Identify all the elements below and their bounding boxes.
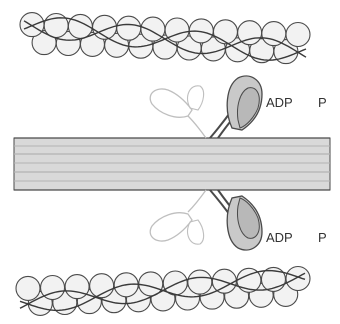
- myosin-head-lobe-previous: [188, 220, 204, 244]
- actin-monomer: [286, 23, 310, 47]
- myosin-head-lower-previous: [150, 190, 206, 244]
- pi-label-lower: P: [318, 230, 327, 245]
- myosin-head-lower: [210, 190, 262, 250]
- myosin-neck-previous: [188, 190, 206, 212]
- actin-monomer: [16, 276, 40, 300]
- myosin-neck-previous: [188, 116, 206, 138]
- pi-label-upper: P: [318, 95, 327, 110]
- myosin-head-upper-previous: [150, 86, 206, 138]
- actin-monomer: [262, 22, 286, 46]
- myosin-thick-filament: [14, 138, 330, 190]
- myosin-head-lobe-previous: [188, 86, 204, 110]
- actin-monomer: [44, 14, 68, 38]
- actin-monomer: [165, 18, 189, 42]
- actin-monomer: [20, 13, 44, 37]
- actin-filament-bottom: [16, 267, 310, 316]
- actin-filament-top: [20, 13, 310, 64]
- adp-label-lower: ADP: [266, 230, 293, 245]
- myosin-head-previous: [150, 213, 192, 241]
- actin-monomer: [188, 270, 212, 294]
- actin-monomer: [65, 275, 89, 299]
- adp-label-upper: ADP: [266, 95, 293, 110]
- actin-monomer: [286, 267, 310, 291]
- actin-monomer: [117, 16, 141, 40]
- actin-monomer: [213, 20, 237, 44]
- myosin-head-previous: [150, 89, 192, 117]
- myosin-head-upper: [210, 76, 262, 138]
